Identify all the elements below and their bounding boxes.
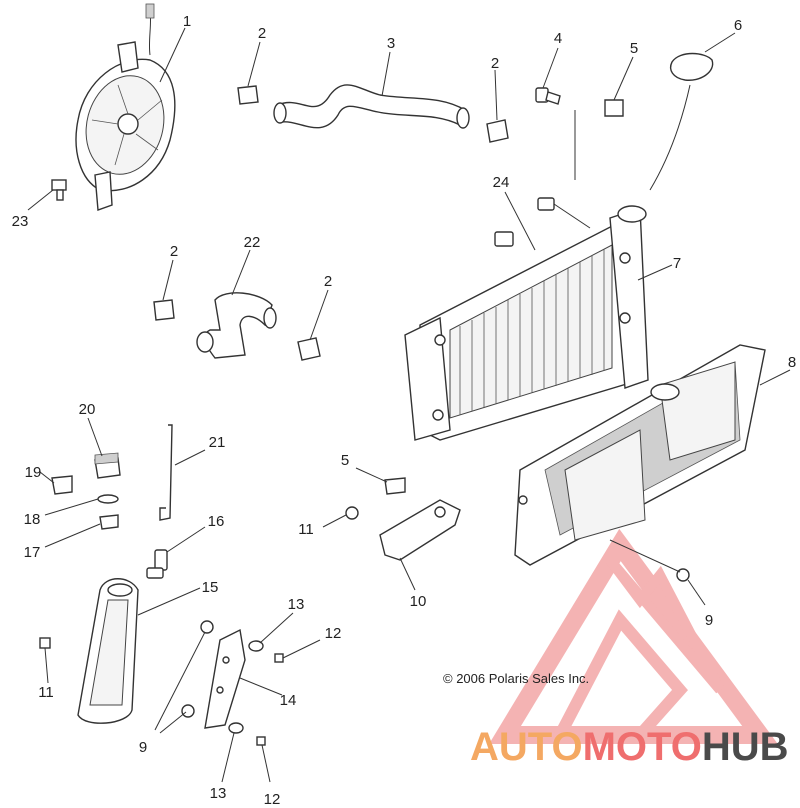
callout-label: 18 xyxy=(24,511,41,528)
lower-bracket xyxy=(39,628,284,746)
watermark-text: AUTOMOTOHUB xyxy=(470,725,789,769)
fittings xyxy=(535,52,714,117)
leader-lines xyxy=(27,27,791,783)
callout-labels: 1 2 3 2 4 5 6 23 24 7 2 22 2 8 20 21 19 … xyxy=(12,13,797,808)
callout-label: 14 xyxy=(280,692,297,709)
callout-label: 19 xyxy=(25,464,42,481)
radiator xyxy=(404,205,649,441)
overflow-line xyxy=(159,424,173,521)
callout-label: 24 xyxy=(493,174,510,191)
brand-moto: MOTO xyxy=(583,725,702,769)
callout-label: 7 xyxy=(673,255,681,272)
brand-hub: HUB xyxy=(702,725,789,769)
callout-label: 22 xyxy=(244,234,261,251)
callout-label: 23 xyxy=(12,213,29,230)
callout-label: 2 xyxy=(258,25,266,42)
callout-label: 2 xyxy=(491,55,499,72)
callout-label: 17 xyxy=(24,544,41,561)
callout-label: 21 xyxy=(209,434,226,451)
callout-label: 11 xyxy=(298,521,314,538)
callout-label: 12 xyxy=(264,791,281,808)
copyright-notice: © 2006 Polaris Sales Inc. xyxy=(443,671,589,686)
callout-label: 20 xyxy=(79,401,96,418)
coolant-reservoir xyxy=(77,578,139,724)
svg-text:AUTOMOTOHUB: AUTOMOTOHUB xyxy=(470,725,789,769)
callout-label: 11 xyxy=(38,684,54,701)
callout-label: 4 xyxy=(554,30,562,47)
callout-label: 10 xyxy=(410,593,427,610)
callout-label: 15 xyxy=(202,579,219,596)
cooling-fan xyxy=(75,3,176,211)
watermark-logo xyxy=(489,528,778,744)
callout-label: 5 xyxy=(341,452,349,469)
callout-label: 3 xyxy=(387,35,395,52)
callout-label: 13 xyxy=(210,785,227,802)
callout-label: 8 xyxy=(788,354,796,371)
callout-label: 13 xyxy=(288,596,305,613)
mount-bracket xyxy=(345,477,461,561)
fitting-16 xyxy=(146,549,168,579)
callout-label: 1 xyxy=(183,13,191,30)
brand-auto: AUTO xyxy=(470,725,583,769)
callout-label: 9 xyxy=(139,739,147,756)
bolt-23 xyxy=(51,179,67,201)
callout-label: 16 xyxy=(208,513,225,530)
callout-label: 2 xyxy=(170,243,178,260)
lower-hose xyxy=(196,292,277,359)
callout-label: 5 xyxy=(630,40,638,57)
upper-hose xyxy=(273,84,470,129)
callout-label: 9 xyxy=(705,612,713,629)
temp-sensor xyxy=(494,197,591,247)
hose-clamps xyxy=(153,85,509,361)
callout-label: 2 xyxy=(324,273,332,290)
callout-label: 12 xyxy=(325,625,342,642)
reservoir-cap-parts xyxy=(51,452,121,530)
radiator-shroud xyxy=(514,344,766,566)
callout-label: 6 xyxy=(734,17,742,34)
